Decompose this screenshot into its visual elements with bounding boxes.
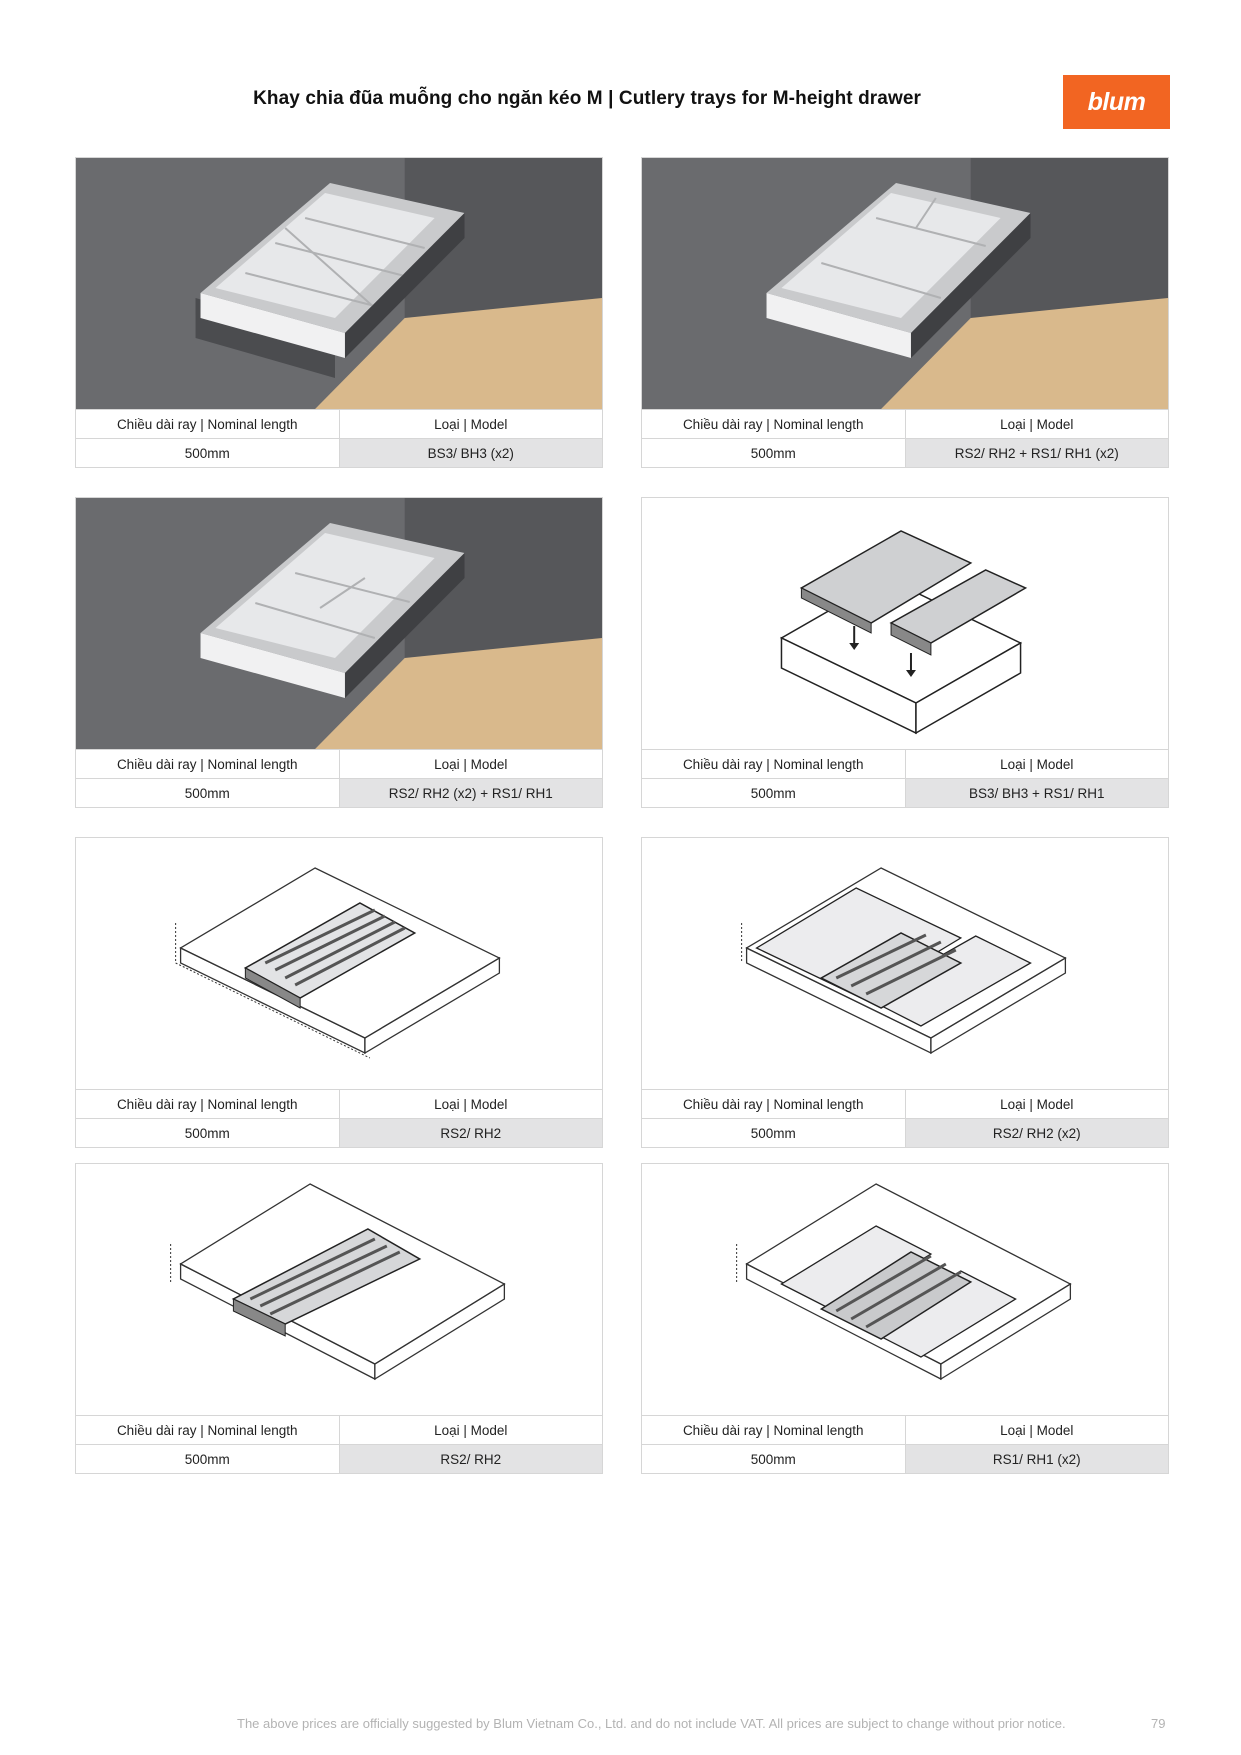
header-row: Chiều dài ray | Nominal length Loại | Mo…: [76, 1415, 602, 1444]
length-value: 500mm: [76, 779, 340, 807]
model-header: Loại | Model: [434, 416, 508, 432]
header-row: Chiều dài ray | Nominal length Loại | Mo…: [642, 1089, 1168, 1118]
product-card-3: Chiều dài ray | Nominal length Loại | Mo…: [75, 497, 603, 808]
length-value: 500mm: [76, 1445, 340, 1473]
page-title: Khay chia đũa muỗng cho ngăn kéo M | Cut…: [253, 88, 921, 109]
length-value: 500mm: [642, 1445, 906, 1473]
drawer-diagram-8: [642, 1164, 1168, 1415]
value-row: 500mm BS3/ BH3 + RS1/ RH1: [642, 778, 1168, 807]
drawer-diagram-4: [642, 498, 1168, 749]
length-header: Chiều dài ray | Nominal length: [76, 750, 340, 778]
drawer-photo-1: [76, 158, 602, 409]
model-header: Loại | Model: [434, 1422, 508, 1438]
header-row: Chiều dài ray | Nominal length Loại | Mo…: [642, 749, 1168, 778]
drawer-photo-3: [76, 498, 602, 749]
value-row: 500mm RS2/ RH2 (x2) + RS1/ RH1: [76, 778, 602, 807]
model-value: RS2/ RH2: [339, 1445, 602, 1473]
blum-logo: blum: [1063, 75, 1170, 129]
value-row: 500mm RS1/ RH1 (x2): [642, 1444, 1168, 1473]
header-row: Chiều dài ray | Nominal length Loại | Mo…: [76, 409, 602, 438]
footer-note: The above prices are officially suggeste…: [237, 1716, 1066, 1731]
product-card-4: Chiều dài ray | Nominal length Loại | Mo…: [641, 497, 1169, 808]
header-row: Chiều dài ray | Nominal length Loại | Mo…: [76, 1089, 602, 1118]
length-value: 500mm: [642, 1119, 906, 1147]
drawer-diagram-6: [642, 838, 1168, 1089]
value-row: 500mm RS2/ RH2: [76, 1444, 602, 1473]
length-value: 500mm: [76, 1119, 340, 1147]
product-card-5: Chiều dài ray | Nominal length Loại | Mo…: [75, 837, 603, 1148]
model-value: BS3/ BH3 + RS1/ RH1: [905, 779, 1168, 807]
drawer-photo-2: [642, 158, 1168, 409]
length-value: 500mm: [76, 439, 340, 467]
model-header: Loại | Model: [1000, 1422, 1074, 1438]
length-value: 500mm: [642, 439, 906, 467]
model-header: Loại | Model: [434, 756, 508, 772]
product-card-7: Chiều dài ray | Nominal length Loại | Mo…: [75, 1163, 603, 1474]
drawer-diagram-7: [76, 1164, 602, 1415]
product-card-8: Chiều dài ray | Nominal length Loại | Mo…: [641, 1163, 1169, 1474]
model-header: Loại | Model: [1000, 756, 1074, 772]
model-value: RS2/ RH2 + RS1/ RH1 (x2): [905, 439, 1168, 467]
length-header: Chiều dài ray | Nominal length: [76, 1416, 340, 1444]
drawer-diagram-5: [76, 838, 602, 1089]
model-value: RS2/ RH2: [339, 1119, 602, 1147]
length-header: Chiều dài ray | Nominal length: [76, 410, 340, 438]
header-row: Chiều dài ray | Nominal length Loại | Mo…: [642, 1415, 1168, 1444]
value-row: 500mm RS2/ RH2 (x2): [642, 1118, 1168, 1147]
length-value: 500mm: [642, 779, 906, 807]
header-row: Chiều dài ray | Nominal length Loại | Mo…: [76, 749, 602, 778]
page-number: 79: [1151, 1716, 1166, 1731]
product-card-1: Chiều dài ray | Nominal length Loại | Mo…: [75, 157, 603, 468]
model-value: BS3/ BH3 (x2): [339, 439, 602, 467]
product-card-2: Chiều dài ray | Nominal length Loại | Mo…: [641, 157, 1169, 468]
product-card-6: Chiều dài ray | Nominal length Loại | Mo…: [641, 837, 1169, 1148]
length-header: Chiều dài ray | Nominal length: [642, 1090, 906, 1118]
model-header: Loại | Model: [434, 1096, 508, 1112]
model-value: RS2/ RH2 (x2) + RS1/ RH1: [339, 779, 602, 807]
model-header: Loại | Model: [1000, 1096, 1074, 1112]
model-value: RS2/ RH2 (x2): [905, 1119, 1168, 1147]
header-row: Chiều dài ray | Nominal length Loại | Mo…: [642, 409, 1168, 438]
value-row: 500mm RS2/ RH2 + RS1/ RH1 (x2): [642, 438, 1168, 467]
model-header: Loại | Model: [1000, 416, 1074, 432]
length-header: Chiều dài ray | Nominal length: [76, 1090, 340, 1118]
model-value: RS1/ RH1 (x2): [905, 1445, 1168, 1473]
length-header: Chiều dài ray | Nominal length: [642, 750, 906, 778]
length-header: Chiều dài ray | Nominal length: [642, 1416, 906, 1444]
logo-text: blum: [1087, 87, 1146, 116]
value-row: 500mm RS2/ RH2: [76, 1118, 602, 1147]
length-header: Chiều dài ray | Nominal length: [642, 410, 906, 438]
value-row: 500mm BS3/ BH3 (x2): [76, 438, 602, 467]
